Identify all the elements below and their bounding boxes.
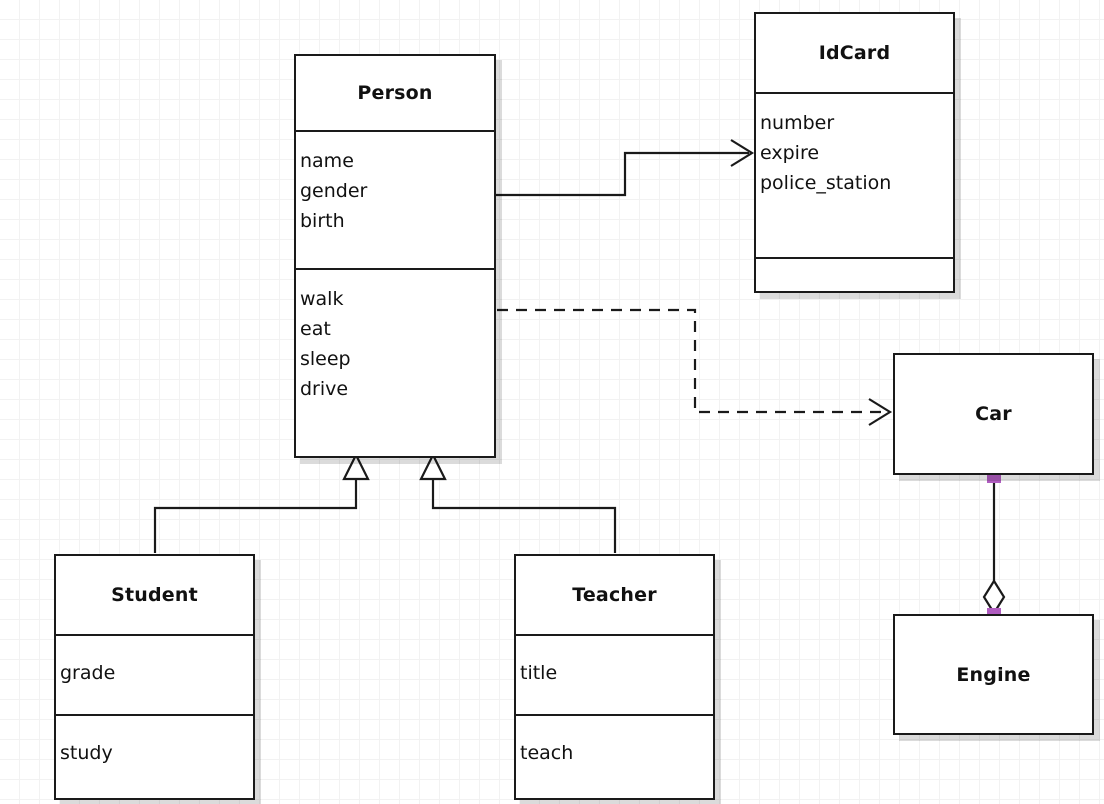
aggregation-car-engine[interactable] bbox=[982, 469, 1006, 622]
class-box-teacher[interactable]: Teacher title teach bbox=[514, 554, 715, 800]
generalization-student-person[interactable] bbox=[153, 452, 370, 553]
method-item: walk bbox=[300, 288, 344, 310]
class-box-idcard[interactable]: IdCard number expire police_station bbox=[754, 12, 955, 293]
attribute-item: number bbox=[760, 112, 835, 134]
class-title-teacher: Teacher bbox=[572, 584, 657, 606]
class-methods-person: walk eat sleep drive bbox=[296, 268, 494, 456]
dependency-person-car[interactable] bbox=[497, 308, 893, 426]
method-item: drive bbox=[300, 378, 349, 400]
class-box-student[interactable]: Student grade study bbox=[54, 554, 255, 800]
class-attributes-student: grade bbox=[56, 634, 253, 714]
class-title-engine: Engine bbox=[956, 663, 1031, 686]
attribute-item: grade bbox=[60, 662, 116, 684]
class-methods-idcard bbox=[756, 257, 953, 291]
class-title-student: Student bbox=[111, 584, 198, 606]
attribute-item: expire bbox=[760, 142, 820, 164]
method-item: sleep bbox=[300, 348, 351, 370]
attribute-item: birth bbox=[300, 210, 345, 232]
method-item: study bbox=[60, 742, 113, 764]
class-title-idcard: IdCard bbox=[818, 42, 891, 64]
class-title-person: Person bbox=[357, 82, 433, 104]
class-box-person[interactable]: Person name gender birth walk eat sleep … bbox=[294, 54, 496, 458]
class-attributes-idcard: number expire police_station bbox=[756, 92, 953, 257]
attribute-item: name bbox=[300, 150, 354, 172]
generalization-teacher-person[interactable] bbox=[419, 452, 617, 553]
class-attributes-person: name gender birth bbox=[296, 130, 494, 268]
method-item: teach bbox=[520, 742, 574, 764]
class-attributes-teacher: title bbox=[516, 634, 713, 714]
class-box-car[interactable]: Car bbox=[893, 353, 1094, 475]
attribute-item: police_station bbox=[760, 172, 892, 194]
class-methods-teacher: teach bbox=[516, 714, 713, 798]
method-item: eat bbox=[300, 318, 331, 340]
class-title-car: Car bbox=[975, 403, 1012, 425]
association-person-idcard[interactable] bbox=[495, 139, 755, 197]
class-box-engine[interactable]: Engine bbox=[893, 614, 1094, 735]
class-methods-student: study bbox=[56, 714, 253, 798]
attribute-item: title bbox=[520, 662, 558, 684]
attribute-item: gender bbox=[300, 180, 368, 202]
